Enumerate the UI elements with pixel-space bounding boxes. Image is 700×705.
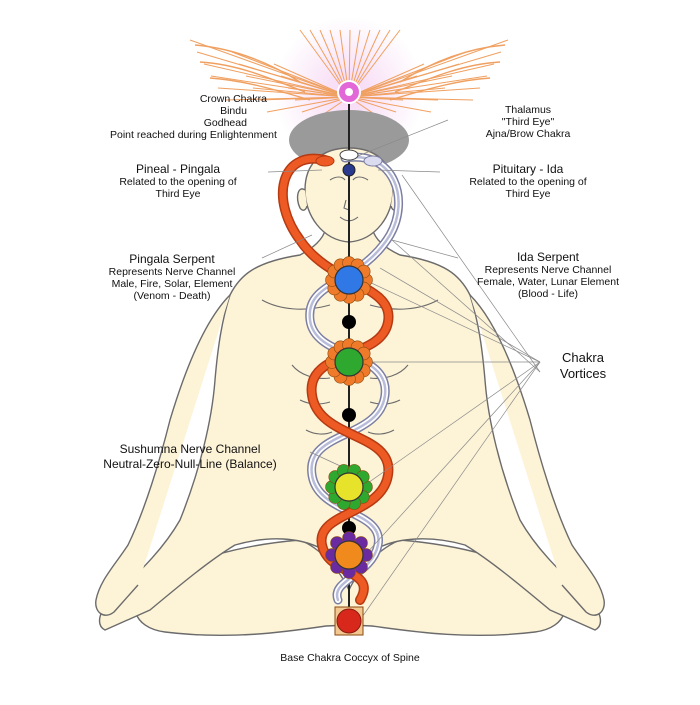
pingala-title: Pingala Serpent: [129, 252, 215, 266]
connector-line: [364, 361, 541, 486]
pingala-line: Represents Nerve Channel: [108, 266, 236, 278]
pituitary-line: Related to the opening of: [469, 176, 587, 188]
crown-line: Point reached during Enlightenment: [110, 129, 277, 141]
spine-node: [342, 408, 356, 422]
wing-ray: [348, 63, 425, 98]
wing-ray: [348, 39, 509, 98]
serpents: [277, 100, 403, 620]
thalamus-line: Ajna/Brow Chakra: [485, 128, 571, 140]
wing-rays: [189, 29, 509, 125]
vortices-label: Chakra Vortices: [538, 350, 628, 382]
wing-ray: [266, 96, 350, 113]
solar-plexus-chakra: [334, 472, 364, 502]
throat-chakra: [334, 265, 364, 295]
connector-line: [364, 279, 541, 363]
pineal-label: Pineal - Pingala Related to the opening …: [88, 162, 268, 200]
ida-line: Represents Nerve Channel: [484, 264, 612, 276]
wing-ray: [231, 51, 350, 98]
spine-node: [342, 315, 356, 329]
pituitary-title: Pituitary - Ida: [492, 162, 564, 176]
thalamus-oval: [339, 149, 359, 161]
base-text: Base Chakra Coccyx of Spine: [280, 652, 420, 664]
connector-line: [359, 361, 541, 621]
vortices-line: Chakra: [562, 350, 604, 365]
wing-ray: [348, 51, 467, 98]
ida-head: [363, 155, 383, 167]
sushumna-label: Sushumna Nerve Channel Neutral-Zero-Null…: [70, 442, 310, 472]
connector-line: [364, 361, 541, 556]
pineal-line: Related to the opening of: [119, 176, 237, 188]
wing-ray: [348, 75, 453, 98]
ida-line: Female, Water, Lunar Element: [476, 276, 619, 288]
ida-serpent-line: [308, 155, 400, 602]
wing-ray: [273, 63, 350, 98]
label-connectors: [261, 119, 541, 621]
pingala-line: Male, Fire, Solar, Element: [111, 278, 233, 290]
pineal-line: Third Eye: [155, 188, 201, 200]
left-wing: [194, 44, 311, 101]
brow-chakra: [342, 163, 356, 177]
right-wing: [389, 44, 506, 101]
pineal-title: Pineal - Pingala: [135, 162, 221, 176]
chakras: [325, 80, 373, 636]
connector-line: [261, 234, 313, 259]
heart-chakra: [334, 347, 364, 377]
sacral-chakra: [334, 540, 364, 570]
pingala-head: [315, 155, 335, 167]
connector-line: [267, 169, 323, 173]
crown-bindu: [345, 88, 353, 96]
vortices-line: Vortices: [559, 366, 607, 381]
thalamus-line: Thalamus: [504, 104, 552, 116]
connector-line: [401, 174, 541, 373]
thalamus-label: Thalamus "Third Eye" Ajna/Brow Chakra: [458, 104, 598, 140]
connector-line: [377, 169, 441, 173]
left-ear: [296, 188, 308, 211]
wing-ray: [348, 96, 432, 113]
wing-ray: [252, 87, 350, 98]
body-details: [261, 176, 439, 435]
connector-line: [379, 267, 541, 363]
connector-line: [357, 119, 449, 157]
ida-title: Ida Serpent: [516, 250, 580, 264]
crown-line: Bindu: [220, 105, 247, 117]
pingala-label: Pingala Serpent Represents Nerve Channel…: [82, 252, 262, 302]
ida-line: (Blood - Life): [517, 288, 579, 300]
pituitary-label: Pituitary - Ida Related to the opening o…: [438, 162, 618, 200]
connector-line: [391, 239, 541, 373]
wing-ray: [348, 63, 495, 98]
sushumna-line: Neutral-Zero-Null-Line (Balance): [103, 457, 277, 471]
wing-ray: [189, 39, 350, 98]
left-arm: [95, 294, 231, 616]
right-arm: [469, 294, 605, 616]
pingala-line: (Venom - Death): [133, 290, 211, 302]
crown-line: Crown Chakra: [199, 93, 267, 105]
base-label: Base Chakra Coccyx of Spine: [250, 652, 450, 664]
wing-ray: [245, 75, 350, 98]
connector-line: [391, 239, 459, 259]
root-chakra: [336, 608, 362, 634]
pituitary-line: Third Eye: [505, 188, 551, 200]
sushumna-line: Sushumna Nerve Channel: [119, 442, 261, 456]
crown-line: Godhead: [203, 117, 247, 129]
ida-label: Ida Serpent Represents Nerve Channel Fem…: [458, 250, 638, 300]
thalamus-line: "Third Eye": [501, 116, 555, 128]
crown-label: Crown Chakra Bindu Godhead Point reached…: [110, 93, 277, 141]
spine-node: [342, 521, 356, 535]
pingala-serpent: [279, 155, 392, 604]
